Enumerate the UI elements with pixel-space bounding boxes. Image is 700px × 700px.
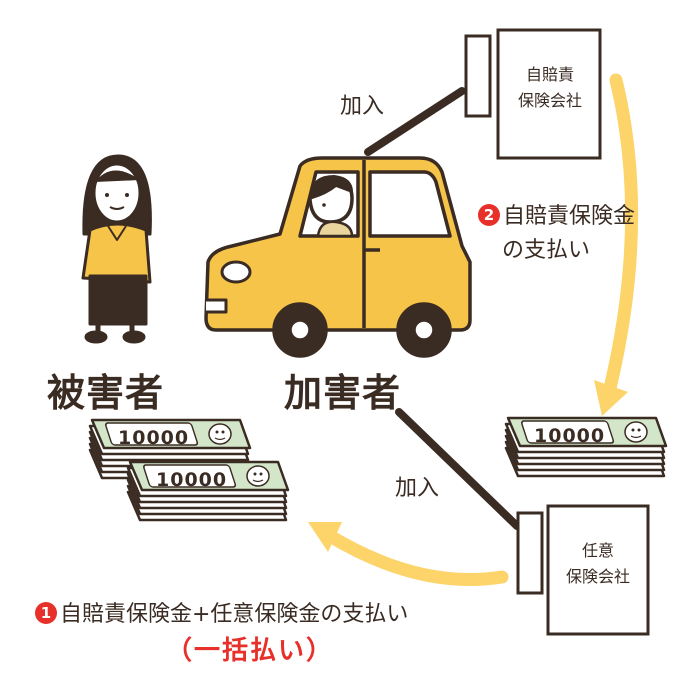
join-line-compulsory [364,87,466,156]
join-label-compulsory: 加入 [340,94,385,119]
step1-lump-sum-note: （一括払い） [166,636,335,666]
company-name-line: 保険会社 [517,91,582,110]
banknote-denomination: 10000 [156,469,228,491]
perpetrator-label: 加害者 [284,371,402,415]
payment-arrow-head-voluntary [308,522,342,552]
company-signboard-icon [516,504,650,636]
company-signboard-icon [464,28,602,160]
step-number-badge: 1 [35,602,57,624]
compulsory-insurance-company: 自賠責 保険会社 [498,62,602,114]
victim-label: 被害者 [47,371,165,415]
banknote-denomination: 10000 [118,427,190,449]
payment-arrow-head-compulsory [594,380,628,416]
step2-line2: の支払い [502,238,591,263]
banknote-denomination: 10000 [534,425,606,447]
company-name-line: 任意 [581,541,614,560]
step-number-badge: 2 [478,204,500,226]
car-with-driver-icon [204,156,472,358]
company-name-line: 自賠責 [525,65,574,84]
step2-line1: 自賠責保険金 [503,204,636,229]
payment-arrow-voluntary [323,529,509,586]
woman-figure-icon [81,154,152,344]
payment-arrow-compulsory [603,73,639,395]
voluntary-insurance-company: 任意 保険会社 [548,538,648,590]
company-name-line: 保険会社 [565,567,630,586]
join-label-voluntary: 加入 [395,476,440,501]
step1-line1: 自賠責保険金+任意保険金の支払い [60,602,409,627]
join-line-voluntary [395,408,521,530]
